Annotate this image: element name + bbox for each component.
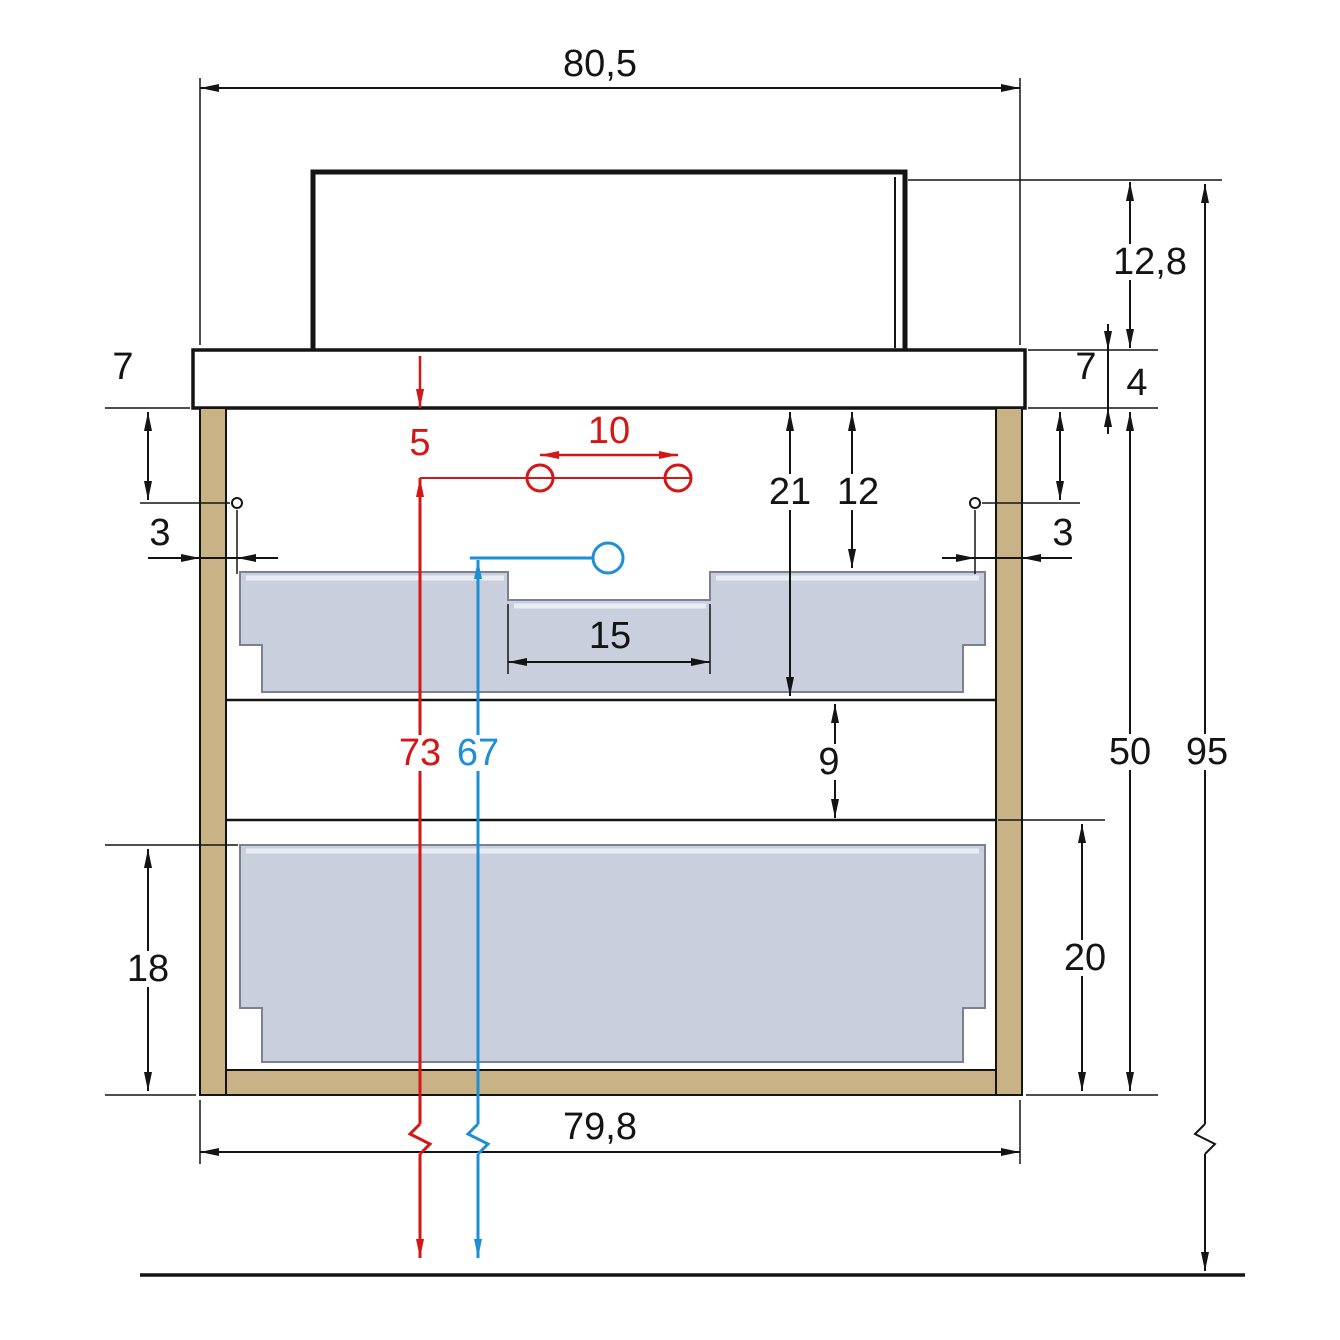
lower-drawer-front: [239, 844, 986, 1063]
dimension-drop-12: 12: [832, 412, 884, 568]
break-symbol: [465, 1122, 491, 1156]
dimension-gap-9: 9: [813, 704, 845, 818]
dim-offset-right-label: 7: [1075, 346, 1096, 388]
dim-lower-box-20-label: 20: [1064, 937, 1106, 979]
dimension-hole-inset-right-3: 3: [942, 510, 1074, 574]
dim-hole-spacing-10-label: 10: [588, 410, 630, 452]
countertop: [191, 348, 1027, 410]
dim-drop-21-label: 21: [769, 471, 811, 513]
dimension-overall-height-95: 95: [1181, 184, 1233, 1271]
dimension-overall-width: 80,5: [199, 43, 1021, 345]
dim-hole-inset-right-label: 3: [1052, 512, 1073, 554]
upper-drawer-front: [239, 571, 986, 693]
label-backing: [122, 951, 174, 987]
dim-cabinet-width-label: 79,8: [563, 1106, 637, 1148]
basin-outline: [310, 169, 908, 355]
dim-top-thickness-label: 4: [1126, 362, 1147, 404]
label-backing: [1181, 734, 1233, 770]
dim-drop-12-label: 12: [837, 471, 879, 513]
label-backing: [813, 744, 845, 780]
label-backing: [452, 735, 504, 771]
dimension-offset-left-7: 7: [105, 346, 230, 504]
pin-hole-left: [231, 497, 243, 509]
label-backing: [1059, 940, 1111, 976]
dim-faucet-height-73-label: 73: [399, 732, 441, 774]
drain-hole: [591, 541, 625, 575]
dimension-basin-height: 12,8: [908, 179, 1222, 351]
dimension-hole-inset-left-3: 3: [148, 510, 278, 574]
dimension-offset-right-7: 7: [982, 346, 1158, 504]
dim-lower-front-18-label: 18: [127, 948, 169, 990]
side-panel-left: [199, 407, 227, 1096]
label-backing: [394, 735, 446, 771]
dimension-drop-21: 21: [764, 412, 816, 696]
label-backing: [1106, 244, 1194, 280]
dimension-lower-front-18: 18: [105, 844, 238, 1096]
supply-hole-left: [525, 463, 555, 493]
break-symbol: [407, 1122, 433, 1156]
dim-drain-height-67-label: 67: [457, 732, 499, 774]
side-panel-right: [995, 407, 1023, 1096]
bottom-panel: [225, 1069, 997, 1096]
dim-notch-width-label: 15: [589, 615, 631, 657]
dimension-cabinet-width-79-8: 79,8: [199, 1100, 1021, 1164]
dim-gap-9-label: 9: [818, 741, 839, 783]
label-backing: [1104, 734, 1156, 770]
dim-overall-width-label: 80,5: [563, 43, 637, 85]
dim-offset-left-label: 7: [112, 346, 133, 388]
dim-cabinet-height-50-label: 50: [1109, 731, 1151, 773]
dimension-top-thickness: 4: [1104, 324, 1148, 434]
label-backing: [764, 474, 816, 510]
dimension-cabinet-height-50: 50: [1104, 412, 1156, 1091]
dim-hole-offset-5-label: 5: [409, 422, 430, 464]
dimension-lower-box-20: 20: [998, 819, 1158, 1096]
dim-hole-inset-left-label: 3: [149, 512, 170, 554]
blue-drain-dimensions: 67: [452, 541, 625, 1258]
supply-hole-right: [663, 463, 693, 493]
dimension-notch-width-15: 15: [507, 604, 711, 674]
pin-hole-right: [969, 497, 981, 509]
cabinet-carcass: [199, 407, 1023, 1096]
dim-basin-height-label: 12,8: [1113, 241, 1187, 283]
break-symbol: [1193, 1123, 1217, 1155]
label-backing: [832, 474, 884, 510]
dim-overall-height-95-label: 95: [1186, 731, 1228, 773]
red-faucet-dimensions: 5 10 73: [394, 356, 693, 1258]
